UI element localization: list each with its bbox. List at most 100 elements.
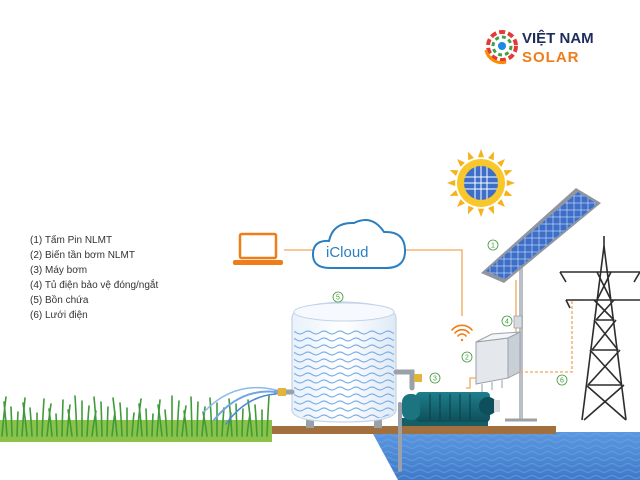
grass-blade	[100, 401, 103, 437]
grass-blade	[41, 398, 45, 437]
legend-item-6: (6) Lưới điện	[30, 310, 88, 321]
grass-blade	[266, 395, 270, 437]
grass-blade	[112, 397, 118, 437]
marker-grid: 6	[556, 374, 568, 386]
sun-ray	[497, 199, 505, 207]
pipes	[273, 369, 422, 472]
marker-panel-label: 1	[491, 243, 495, 250]
sun-icon	[447, 149, 515, 217]
sun-ray	[447, 179, 456, 187]
sun-ray	[506, 179, 515, 187]
grass-blade	[164, 409, 168, 437]
logo-line-1: VIỆT NAM	[522, 29, 594, 47]
sun-ray	[503, 190, 513, 196]
marker-inverter: 2	[461, 351, 473, 363]
inverter-box	[475, 331, 521, 392]
marker-breaker-label: 4	[505, 319, 509, 326]
marker-pump: 3	[429, 372, 441, 384]
grass-blade	[181, 405, 187, 437]
marker-pump-label: 3	[433, 376, 437, 383]
inverter-pump-cable	[466, 377, 476, 389]
cloud-label: iCloud	[326, 244, 369, 261]
sun-ray	[449, 190, 459, 196]
sun-ray	[468, 151, 474, 161]
sun-ray	[488, 205, 494, 215]
grass-blade	[74, 395, 78, 437]
legend-item-2: (2) Biến tần bơm NLMT	[30, 249, 135, 261]
grass-blade	[16, 411, 19, 437]
grass-blade	[55, 413, 58, 437]
grass-blade	[106, 406, 109, 437]
grass-blade	[3, 401, 8, 437]
grass-blade	[196, 401, 199, 437]
water-pool	[372, 432, 640, 480]
marker-breaker: 4	[501, 315, 513, 327]
grass-blade	[190, 396, 193, 437]
grass-blade	[86, 405, 90, 437]
sun-ray	[468, 205, 474, 215]
grass-blade	[67, 409, 73, 437]
laptop-icon	[233, 232, 283, 265]
grass-blade	[235, 403, 238, 437]
sun-ray	[488, 151, 494, 161]
transmission-tower-icon	[559, 236, 640, 421]
sun-ray	[497, 159, 505, 167]
grass-blade	[61, 399, 64, 437]
ground-soil	[270, 426, 556, 434]
marker-panel: 1	[487, 239, 499, 251]
sun-ray	[449, 170, 459, 176]
cloud-icon: iCloud	[311, 219, 407, 269]
grass-blade	[241, 408, 244, 437]
grass-blade	[228, 398, 233, 437]
water-spray	[203, 386, 277, 425]
grass-blade	[183, 410, 188, 437]
grass-blade	[46, 403, 52, 437]
cloud-inverter-link	[406, 249, 463, 316]
sun-ray	[457, 159, 465, 167]
grass-blade	[176, 400, 180, 437]
solar-panel	[481, 188, 601, 422]
grass-blade	[66, 404, 71, 437]
marker-tank-label: 5	[336, 295, 340, 302]
grass-blade	[138, 403, 143, 437]
grass-blade	[10, 406, 13, 437]
grass-blade	[209, 397, 213, 437]
wifi-icon	[451, 324, 473, 342]
grass-blade	[131, 412, 135, 437]
grass-blade	[1, 396, 7, 437]
sun-ray	[503, 170, 513, 176]
brand-logo: VIỆT NAM SOLAR	[484, 29, 594, 66]
water-pump	[402, 392, 500, 426]
legend-item-4: (4) Tủ điện bảo vệ đóng/ngắt	[30, 278, 158, 291]
logo-ring-icon	[484, 30, 518, 65]
legend: (1) Tấm Pin NLMT (2) Biến tần bơm NLMT (…	[30, 234, 158, 321]
grass-blade	[151, 413, 154, 437]
grass-blade	[136, 398, 142, 437]
water-tank	[291, 301, 397, 428]
grass-blade	[119, 402, 123, 437]
grid-cable	[520, 299, 584, 373]
grass-blade	[29, 407, 33, 437]
grass-field	[0, 395, 272, 442]
grass-blade	[21, 397, 26, 437]
legend-item-3: (3) Máy bơm	[30, 265, 87, 276]
logo-line-2: SOLAR	[522, 49, 580, 66]
breaker-box	[513, 315, 523, 329]
sun-ray	[477, 208, 485, 217]
marker-tank: 5	[332, 291, 344, 303]
sun-ray	[477, 149, 485, 158]
grass-blade	[48, 408, 53, 437]
marker-grid-label: 6	[560, 378, 564, 385]
grass-blade	[202, 411, 208, 437]
grass-blade	[157, 404, 163, 437]
grass-blade	[156, 399, 161, 437]
legend-item-5: (5) Bồn chứa	[30, 294, 89, 306]
marker-inverter-label: 2	[465, 355, 469, 362]
legend-item-1: (1) Tấm Pin NLMT	[30, 234, 112, 246]
grass-blade	[22, 402, 28, 437]
grass-blade	[145, 408, 148, 437]
sun-ray	[457, 199, 465, 207]
grass-blade	[254, 404, 258, 437]
